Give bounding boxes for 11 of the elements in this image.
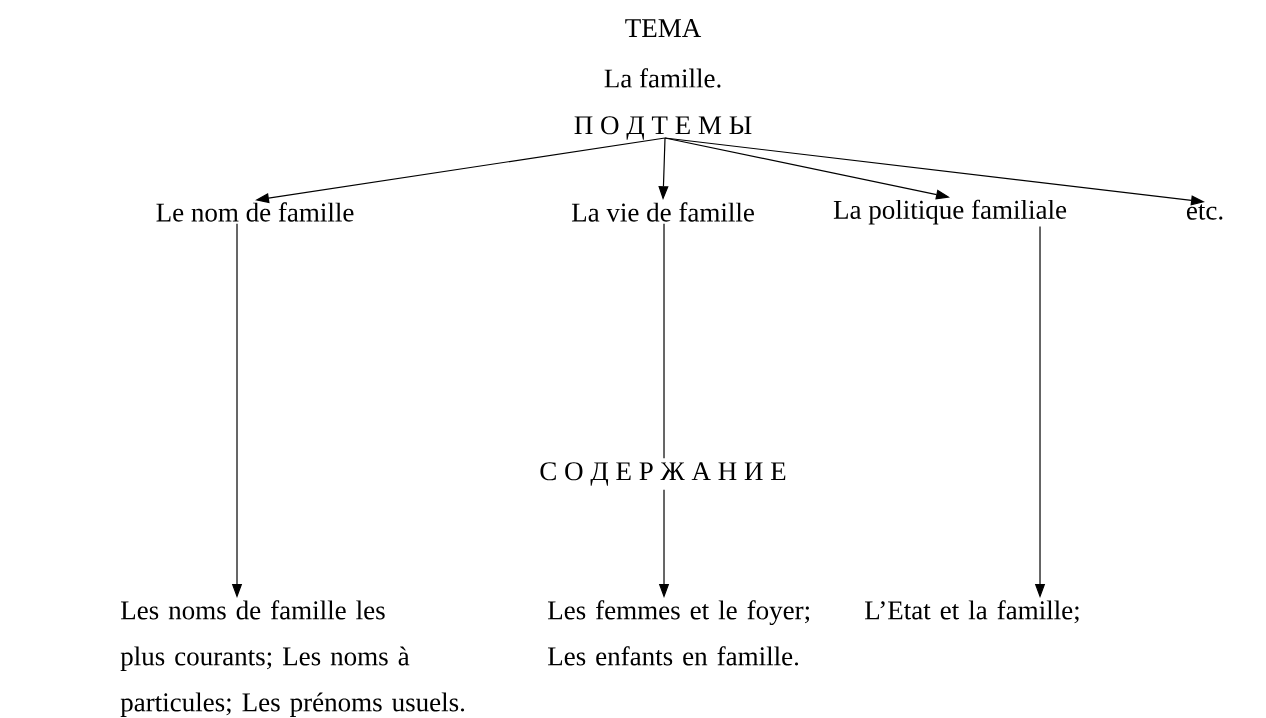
content-text: Les femmes et le foyer; Les enfants en famille.: [548, 600, 810, 666]
content-text: L’Etat et la famille;: [865, 600, 1079, 624]
subtopic-text: La vie de famille: [571, 202, 754, 222]
title: ТЕМА: [625, 19, 702, 37]
subtitle: La famille.: [604, 68, 721, 88]
subtopic-heading: П О Д Т Е М Ы: [574, 116, 752, 140]
subtopic-text: Le nom de famille: [156, 202, 354, 222]
subtopic-text: etc.: [1186, 204, 1223, 220]
content-heading: С О Д Е Р Ж А Н И Е: [535, 458, 791, 490]
subtopic-text: La politique familiale: [833, 199, 1067, 225]
content-text: Les noms de famille les plus courants; Les noms à particules; Les prénoms usuels.: [120, 600, 465, 717]
